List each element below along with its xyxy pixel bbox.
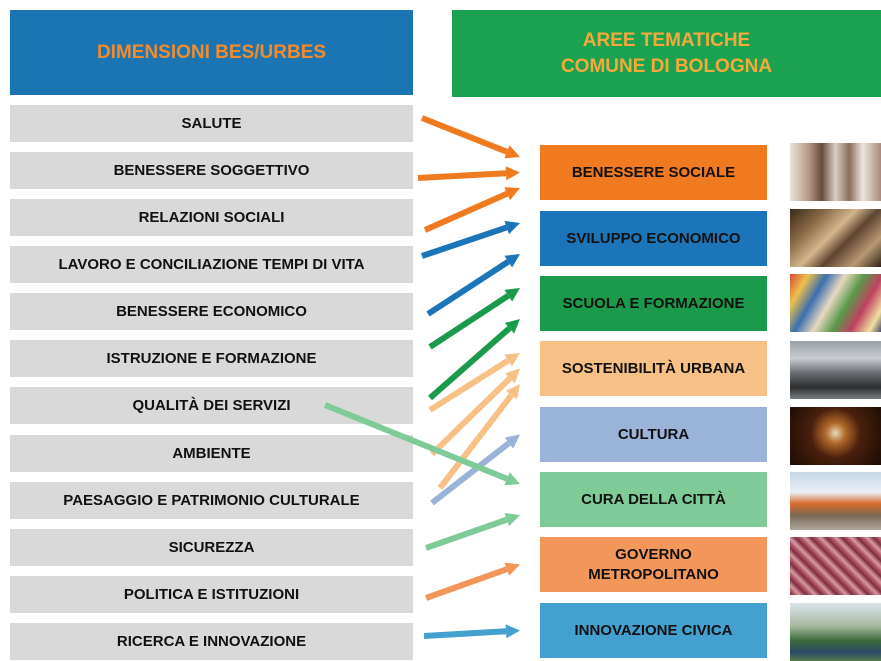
dimension-label: SALUTE — [181, 115, 242, 132]
area-cura-citta: CURA DELLA CITTÀ — [540, 472, 767, 527]
dimension-label: RELAZIONI SOCIALI — [138, 209, 285, 226]
area-label: CURA DELLA CITTÀ — [581, 490, 726, 508]
area-innovazione-civica: INNOVAZIONE CIVICA — [540, 603, 767, 658]
arrow-2-0 — [423, 187, 520, 233]
area-label: SVILUPPO ECONOMICO — [566, 229, 741, 247]
area-cultura: CULTURA — [540, 407, 767, 462]
arrow-head — [504, 145, 520, 159]
arrow-shaft — [423, 628, 507, 639]
arrow-shaft — [417, 170, 507, 181]
area-sviluppo-economico: SVILUPPO ECONOMICO — [540, 211, 767, 266]
area-label: INNOVAZIONE CIVICA — [574, 621, 733, 639]
area-benessere-sociale: BENESSERE SOCIALE — [540, 145, 767, 200]
arrow-4-1 — [426, 254, 520, 317]
arrow-shaft — [437, 393, 514, 490]
photo-crowd-thumbnail — [790, 537, 881, 595]
arrow-5-2 — [428, 288, 520, 350]
dimension-label: POLITICA E ISTITUZIONI — [123, 586, 300, 603]
header-aree-line2: COMUNE DI BOLOGNA — [560, 55, 773, 77]
dimension-label: PAESAGGIO E PATRIMONIO CULTURALE — [63, 492, 360, 509]
arrow-3-1 — [421, 220, 520, 259]
header-aree-line1: AREE TEMATICHE — [582, 29, 751, 51]
dimension-label: QUALITÀ DEI SERVIZI — [132, 397, 291, 414]
arrow-shaft — [424, 566, 508, 601]
photo-concert-thumbnail — [790, 407, 881, 465]
arrow-0-0 — [420, 115, 520, 159]
header-dimensioni-label: DIMENSIONI BES/URBES — [96, 41, 327, 63]
arrow-head — [504, 513, 520, 527]
dimension-paesaggio: PAESAGGIO E PATRIMONIO CULTURALE — [10, 482, 413, 519]
arrow-head — [504, 434, 520, 449]
arrow-shaft — [425, 516, 508, 551]
arrow-10-6 — [424, 562, 520, 601]
arrow-head — [505, 368, 520, 384]
arrow-8-3 — [437, 384, 520, 490]
arrow-head — [505, 624, 520, 639]
arrow-head — [504, 187, 520, 201]
arrow-head — [504, 353, 520, 367]
area-scuola-formazione: SCUOLA E FORMAZIONE — [540, 276, 767, 331]
arrow-shaft — [421, 224, 508, 259]
dimension-lavoro: LAVORO E CONCILIAZIONE TEMPI DI VITA — [10, 246, 413, 283]
photo-street-thumbnail — [790, 341, 881, 399]
arrow-head — [504, 472, 520, 486]
arrow-shaft — [423, 190, 509, 233]
area-label-line2: METROPOLITANO — [588, 565, 719, 583]
dimension-istruzione: ISTRUZIONE E FORMAZIONE — [10, 340, 413, 377]
dimension-label: RICERCA E INNOVAZIONE — [116, 633, 307, 650]
area-sostenibilita-urbana: SOSTENIBILITÀ URBANA — [540, 341, 767, 396]
arrow-head — [504, 288, 520, 302]
dimension-label: AMBIENTE — [172, 445, 251, 462]
arrow-head — [504, 220, 520, 235]
photo-meeting-thumbnail — [790, 603, 881, 661]
area-label: BENESSERE SOCIALE — [571, 163, 736, 181]
header-dimensioni: DIMENSIONI BES/URBES — [10, 10, 413, 95]
arrow-8-4 — [430, 434, 520, 506]
dimension-ricerca: RICERCA E INNOVAZIONE — [10, 623, 413, 660]
arrow-head — [504, 319, 520, 334]
arrow-shaft — [428, 293, 510, 350]
arrow-head — [504, 562, 520, 576]
area-label: SOSTENIBILITÀ URBANA — [561, 359, 746, 377]
header-aree-tematiche: AREE TEMATICHE COMUNE DI BOLOGNA — [452, 10, 881, 97]
arrow-shaft — [428, 357, 510, 413]
dimension-label: BENESSERE ECONOMICO — [116, 303, 307, 320]
photo-workshop-thumbnail — [790, 209, 881, 267]
arrow-head — [505, 384, 520, 400]
arrow-11-7 — [423, 624, 520, 639]
area-label-line1: GOVERNO — [615, 545, 692, 563]
dimension-ambiente: AMBIENTE — [10, 435, 413, 472]
arrow-9-5 — [425, 513, 520, 551]
area-governo-metropolitano: GOVERNO METROPOLITANO — [540, 537, 767, 592]
arrow-shaft — [430, 440, 511, 506]
area-label: CULTURA — [617, 425, 690, 443]
dimension-label: BENESSERE SOGGETTIVO — [113, 162, 310, 179]
area-label: SCUOLA E FORMAZIONE — [562, 294, 745, 312]
arrow-shaft — [429, 376, 513, 457]
dimension-sicurezza: SICUREZZA — [10, 529, 413, 566]
dimension-benessere-soggettivo: BENESSERE SOGGETTIVO — [10, 152, 413, 189]
dimension-politica: POLITICA E ISTITUZIONI — [10, 576, 413, 613]
arrow-1-0 — [417, 166, 520, 181]
arrow-6-2 — [428, 319, 520, 401]
dimension-salute: SALUTE — [10, 105, 413, 142]
arrow-shaft — [420, 115, 509, 155]
dimension-label: ISTRUZIONE E FORMAZIONE — [106, 350, 317, 367]
arrow-head — [504, 254, 520, 268]
photo-classroom-thumbnail — [790, 274, 881, 332]
arrow-7-3 — [429, 368, 520, 457]
dimension-qualita-servizi: QUALITÀ DEI SERVIZI — [10, 387, 413, 424]
arrow-shaft — [428, 325, 512, 401]
arrow-head — [505, 166, 520, 181]
photo-people-thumbnail — [790, 143, 881, 201]
arrow-6-3 — [428, 353, 520, 413]
dimension-label: SICUREZZA — [168, 539, 255, 556]
photo-city-works-thumbnail — [790, 472, 881, 530]
dimension-label: LAVORO E CONCILIAZIONE TEMPI DI VITA — [58, 256, 365, 273]
arrow-shaft — [426, 259, 510, 317]
dimension-benessere-economico: BENESSERE ECONOMICO — [10, 293, 413, 330]
dimension-relazioni-sociali: RELAZIONI SOCIALI — [10, 199, 413, 236]
